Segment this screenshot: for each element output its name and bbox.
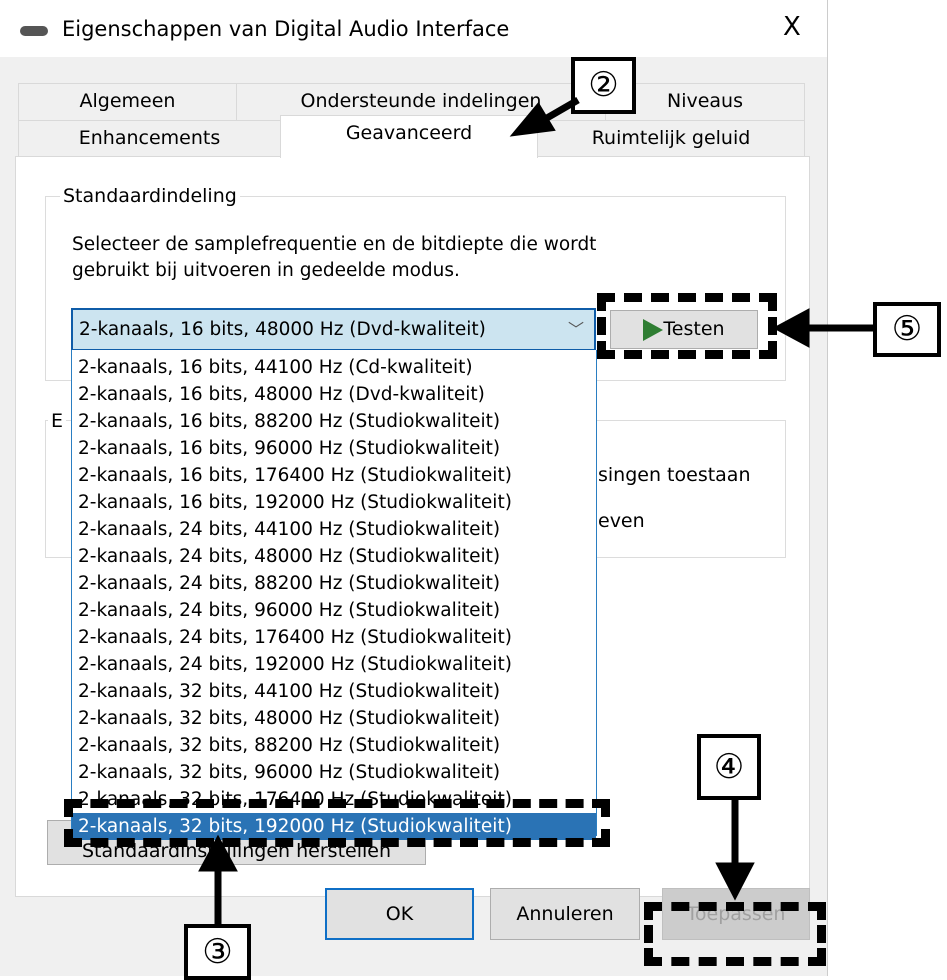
dropdown-option[interactable]: 2-kanaals, 16 bits, 176400 Hz (Studiokwa… bbox=[78, 465, 512, 486]
close-button[interactable]: X bbox=[783, 12, 801, 42]
dropdown-option[interactable]: 2-kanaals, 24 bits, 44100 Hz (Studiokwal… bbox=[78, 519, 501, 540]
ok-button[interactable]: OK bbox=[325, 888, 474, 940]
callout-2: ② bbox=[571, 57, 636, 114]
group-label: Standaardindeling bbox=[60, 185, 240, 207]
highlight-option bbox=[64, 799, 610, 847]
callout-3: ③ bbox=[184, 924, 251, 980]
group-label: E bbox=[48, 410, 67, 432]
dropdown-option[interactable]: 2-kanaals, 32 bits, 88200 Hz (Studiokwal… bbox=[78, 735, 501, 756]
description-line: gebruikt bij uitvoeren in gedeelde modus… bbox=[72, 260, 460, 281]
tab-enhancements[interactable]: Enhancements bbox=[18, 120, 281, 157]
callout-4: ④ bbox=[697, 734, 761, 800]
dropdown-option[interactable]: 2-kanaals, 16 bits, 48000 Hz (Dvd-kwalit… bbox=[78, 384, 485, 405]
dropdown-option[interactable]: 2-kanaals, 32 bits, 192000 Hz (Studiokwa… bbox=[72, 813, 596, 840]
dropdown-option[interactable]: 2-kanaals, 16 bits, 88200 Hz (Studiokwal… bbox=[78, 411, 501, 432]
dropdown-option[interactable]: 2-kanaals, 32 bits, 48000 Hz (Studiokwal… bbox=[78, 708, 501, 729]
dropdown-option[interactable]: 2-kanaals, 16 bits, 44100 Hz (Cd-kwalite… bbox=[78, 357, 473, 378]
callout-5: ⑤ bbox=[873, 302, 941, 357]
tab-niveaus[interactable]: Niveaus bbox=[605, 83, 805, 121]
dropdown-option[interactable]: 2-kanaals, 32 bits, 44100 Hz (Studiokwal… bbox=[78, 681, 501, 702]
window-title: Eigenschappen van Digital Audio Interfac… bbox=[62, 17, 510, 41]
dropdown-option[interactable]: 2-kanaals, 24 bits, 96000 Hz (Studiokwal… bbox=[78, 600, 501, 621]
cancel-button[interactable]: Annuleren bbox=[490, 888, 640, 940]
dropdown-option[interactable]: 2-kanaals, 16 bits, 192000 Hz (Studiokwa… bbox=[78, 492, 512, 513]
dropdown-option[interactable]: 2-kanaals, 24 bits, 88200 Hz (Studiokwal… bbox=[78, 573, 501, 594]
combobox-value: 2-kanaals, 16 bits, 48000 Hz (Dvd-kwalit… bbox=[79, 319, 486, 340]
dropdown-option[interactable]: 2-kanaals, 32 bits, 96000 Hz (Studiokwal… bbox=[78, 762, 501, 783]
play-icon bbox=[643, 318, 664, 341]
title-bar: Eigenschappen van Digital Audio Interfac… bbox=[0, 0, 827, 57]
format-combobox[interactable]: 2-kanaals, 16 bits, 48000 Hz (Dvd-kwalit… bbox=[71, 308, 596, 351]
dropdown-option[interactable]: 2-kanaals, 24 bits, 176400 Hz (Studiokwa… bbox=[78, 627, 512, 648]
tab-geavanceerd[interactable]: Geavanceerd bbox=[280, 115, 538, 158]
dropdown-option[interactable]: 2-kanaals, 24 bits, 192000 Hz (Studiokwa… bbox=[78, 654, 512, 675]
test-label: Testen bbox=[663, 318, 725, 340]
dropdown-option[interactable]: 2-kanaals, 24 bits, 48000 Hz (Studiokwal… bbox=[78, 546, 501, 567]
tab-algemeen[interactable]: Algemeen bbox=[18, 83, 237, 121]
description: Selecteer de samplefrequentie en de bitd… bbox=[72, 232, 596, 284]
highlight-apply bbox=[644, 902, 826, 966]
highlight-test bbox=[597, 293, 777, 359]
dropdown-option[interactable]: 2-kanaals, 16 bits, 96000 Hz (Studiokwal… bbox=[78, 438, 501, 459]
exclusive-option-1[interactable]: singen toestaan bbox=[598, 464, 751, 486]
exclusive-option-2[interactable]: even bbox=[598, 510, 645, 532]
description-line: Selecteer de samplefrequentie en de bitd… bbox=[72, 234, 597, 255]
test-button[interactable]: Testen bbox=[610, 310, 758, 349]
format-dropdown-list[interactable]: 2-kanaals, 16 bits, 44100 Hz (Cd-kwalite… bbox=[71, 350, 597, 840]
tab-ruimtelijk-geluid[interactable]: Ruimtelijk geluid bbox=[537, 120, 805, 157]
chevron-down-icon: ﹀ bbox=[567, 320, 584, 339]
speaker-icon bbox=[20, 26, 48, 36]
